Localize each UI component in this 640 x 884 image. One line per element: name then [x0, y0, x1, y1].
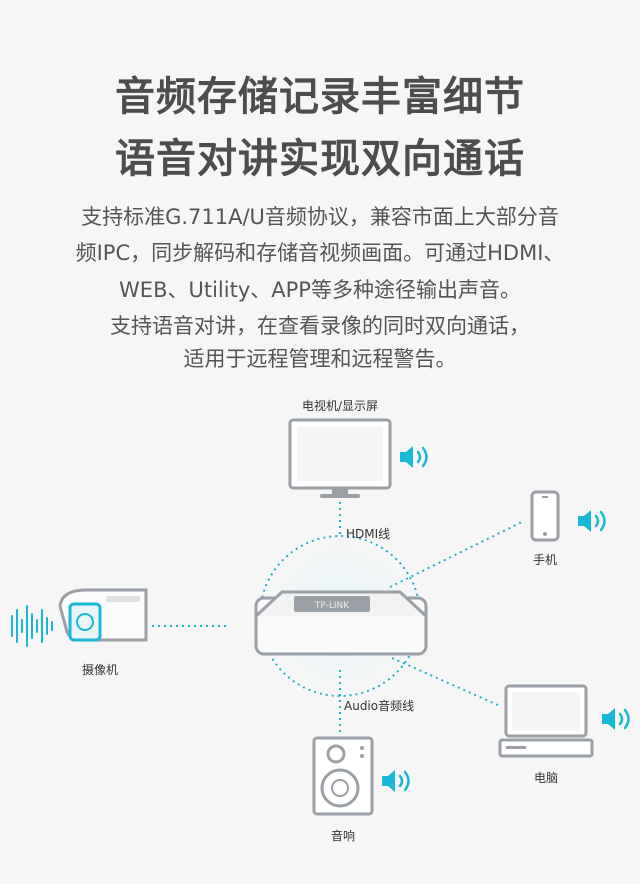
- description-line-4: 支持语音对讲，在查看录像的同时双向通话，: [110, 314, 530, 338]
- speaker-label: 音响: [331, 828, 355, 843]
- phone-line: [389, 521, 523, 588]
- phone-icon: [530, 490, 560, 542]
- audio-label: Audio音频线: [344, 698, 414, 713]
- volume-icon-pc: [602, 708, 630, 730]
- nvr-device-icon: TP-LINK: [254, 590, 428, 656]
- heading-line-1: 音频存储记录丰富细节: [115, 74, 525, 120]
- camera-icon: [58, 588, 148, 642]
- hdmi-label: HDMI线: [346, 527, 390, 541]
- heading-line-2: 语音对讲实现双向通话: [115, 136, 525, 182]
- pc-icon: [498, 684, 594, 758]
- tv-monitor-icon: [288, 418, 392, 498]
- nvr-brand-badge: TP-LINK: [314, 601, 350, 611]
- sound-wave-icon: [11, 605, 53, 647]
- speaker-icon: [312, 736, 374, 816]
- connection-diagram: 电视机/显示屏 HDMI线 手机 TP-LINK 摄像机: [11, 398, 630, 843]
- volume-icon-tv: [400, 446, 428, 468]
- camera-label: 摄像机: [82, 662, 118, 677]
- volume-icon-speaker: [382, 770, 410, 792]
- tv-label: 电视机/显示屏: [302, 398, 378, 413]
- description-line-3: WEB、Utility、APP等多种途径输出声音。: [119, 278, 521, 302]
- pc-line: [391, 657, 501, 707]
- description-line-2: 频IPC，同步解码和存储音视频画面。可通过HDMI、: [75, 241, 565, 265]
- description-line-5: 适用于远程管理和远程警告。: [183, 347, 457, 371]
- phone-label: 手机: [533, 553, 557, 567]
- pc-label: 电脑: [534, 771, 558, 785]
- description-line-1: 支持标准G.711A/U音频协议，兼容市面上大部分音: [81, 205, 559, 229]
- connection-lines: [152, 502, 523, 732]
- volume-icon-phone: [578, 510, 606, 532]
